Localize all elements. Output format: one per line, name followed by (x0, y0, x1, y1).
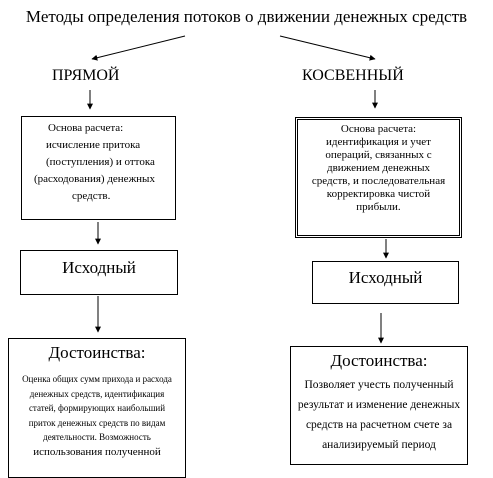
direct-advantages-box: Достоинства: Оценка общих сумм прихода и… (8, 338, 186, 478)
indirect-method-label: КОСВЕННЫЙ (302, 67, 404, 84)
indirect-advantages-line: анализируемый период (322, 439, 436, 451)
direct-basis-box: Основа расчета: исчисление притока (пост… (21, 116, 176, 220)
indirect-advantages-box: Достоинства: Позволяет учесть полученный… (290, 346, 468, 465)
direct-initial-label: Исходный (62, 258, 136, 277)
direct-advantages-title: Достоинства: (48, 343, 146, 362)
indirect-basis-line: средств, и последовательная (311, 175, 446, 187)
indirect-basis-line: прибыли. (356, 201, 401, 213)
direct-advantages-line: статей, формирующих наибольший (28, 403, 166, 413)
indirect-initial-label: Исходный (348, 268, 423, 287)
direct-basis-line: исчисление притока (46, 139, 141, 151)
direct-initial-box: Исходный (20, 250, 178, 295)
indirect-basis-line: Основа расчета: (340, 123, 417, 135)
direct-advantages-line: денежных средств, идентификация (29, 388, 165, 399)
indirect-basis-line: корректировка чистой (326, 188, 431, 200)
indirect-advantages-line: Позволяет учесть полученный (304, 379, 454, 391)
direct-basis-line: Основа расчета: (48, 122, 124, 134)
indirect-advantages-line: средств на расчетном счете за (305, 419, 453, 431)
direct-advantages-line: деятельности. Возможность (43, 432, 151, 442)
indirect-advantages-title: Достоинства: (330, 351, 428, 370)
diagram-title: Методы определения потоков о движении де… (25, 7, 468, 26)
direct-advantages-line: использования полученной (33, 445, 161, 458)
arrow-title-to-direct (91, 35, 186, 61)
indirect-basis-line: операций, связанных с (325, 149, 432, 161)
direct-basis-line: (поступления) и оттока (46, 156, 155, 168)
direct-method-label: ПРЯМОЙ (52, 67, 120, 84)
direct-advantages-line: приток денежных средств по видам (28, 417, 166, 428)
indirect-advantages-line: результат и изменение денежных (297, 399, 461, 411)
direct-basis-line: средств. (72, 190, 111, 202)
direct-advantages-line: Оценка общих сумм прихода и расхода (22, 374, 172, 384)
arrow-title-to-indirect (279, 35, 376, 61)
direct-basis-line: (расходования) денежных (34, 173, 155, 185)
indirect-basis-box: Основа расчета: идентификация и учет опе… (295, 117, 462, 238)
indirect-basis-line: идентификация и учет (326, 136, 431, 148)
indirect-basis-line: движением денежных (326, 162, 430, 174)
indirect-initial-box: Исходный (312, 261, 459, 304)
